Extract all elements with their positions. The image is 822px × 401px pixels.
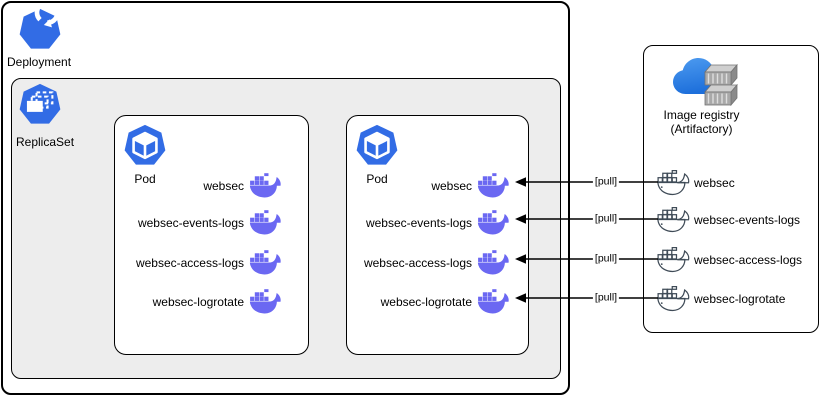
container-row: websec-events-logs: [115, 208, 308, 238]
registry-image-row: websec-logrotate: [644, 284, 818, 314]
container-stack: [704, 63, 738, 107]
registry-image-label: websec-logrotate: [694, 292, 786, 306]
container-label: websec-events-logs: [137, 216, 244, 230]
k8s-pod-icon: [355, 124, 399, 168]
container-label: websec-logrotate: [152, 295, 244, 309]
registry-title: Image registry (Artifactory): [644, 108, 759, 136]
container-row: websec-events-logs: [347, 208, 528, 238]
registry-image-label: websec: [694, 176, 735, 190]
container-label: websec: [203, 179, 244, 193]
cloud-registry-icon: [673, 58, 738, 107]
container-label: websec: [431, 179, 472, 193]
pull-edge-label: [pull]: [592, 175, 620, 189]
pull-edge-label: [pull]: [592, 291, 620, 305]
registry-title-line1: Image registry: [663, 108, 740, 122]
container-row: websec-access-logs: [115, 248, 308, 278]
registry-image-label: websec-events-logs: [694, 213, 801, 227]
container-label: websec-access-logs: [135, 256, 244, 270]
k8s-deployment-icon: [18, 8, 62, 52]
docker-whale-icon: [249, 289, 282, 315]
docker-whale-outline-icon: [657, 247, 690, 273]
registry-image-row: websec-access-logs: [644, 245, 818, 275]
container-row: websec: [347, 171, 528, 201]
deployment-label: Deployment: [7, 55, 72, 69]
registry-image-row: websec-events-logs: [644, 205, 818, 235]
container-row: websec: [115, 171, 308, 201]
docker-whale-outline-icon: [657, 170, 690, 196]
container-label: websec-access-logs: [363, 256, 472, 270]
pull-edge-label: [pull]: [592, 252, 620, 266]
docker-whale-icon: [477, 289, 510, 315]
docker-whale-icon: [477, 173, 510, 199]
replicaset-label: ReplicaSet: [16, 135, 75, 149]
k8s-pod-icon: [123, 124, 167, 168]
docker-whale-icon: [249, 210, 282, 236]
container-row: websec-logrotate: [115, 287, 308, 317]
docker-whale-outline-icon: [657, 207, 690, 233]
container-label: websec-logrotate: [380, 295, 472, 309]
deployment-box: Deployment ReplicaSet: [1, 1, 570, 395]
docker-whale-icon: [249, 250, 282, 276]
pull-edge-label: [pull]: [592, 212, 620, 226]
docker-whale-icon: [477, 250, 510, 276]
container-row: websec-logrotate: [347, 287, 528, 317]
docker-whale-icon: [249, 173, 282, 199]
docker-whale-icon: [477, 210, 510, 236]
pod-label: Pod: [134, 172, 156, 186]
pod-label: Pod: [366, 172, 388, 186]
k8s-replicaset-icon: [18, 83, 62, 127]
registry-image-label: websec-access-logs: [694, 253, 803, 267]
docker-whale-outline-icon: [657, 286, 690, 312]
pod-box-2: Pod websec websec-events-logs websec-acc…: [346, 115, 529, 355]
registry-image-row: websec: [644, 168, 818, 198]
pod-box-1: Pod websec websec-events-logs websec-acc…: [114, 115, 309, 355]
container-label: websec-events-logs: [365, 216, 472, 230]
replicaset-box: ReplicaSet Pod websec websec-ev: [11, 78, 561, 379]
registry-box: Image registry (Artifactory) websec webs…: [643, 45, 819, 333]
registry-title-line2: (Artifactory): [670, 122, 733, 136]
container-row: websec-access-logs: [347, 248, 528, 278]
